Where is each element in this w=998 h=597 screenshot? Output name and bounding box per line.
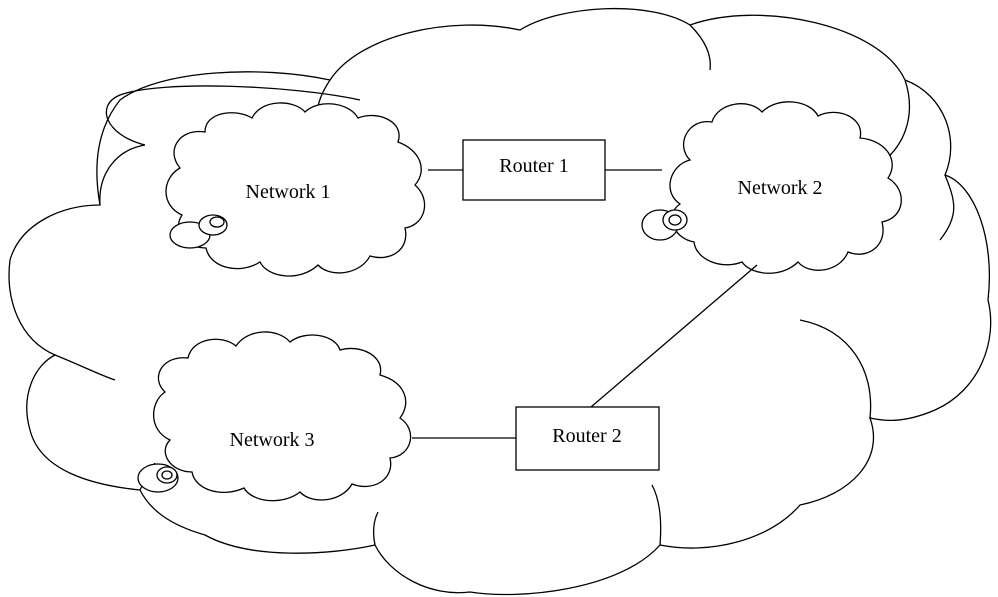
link-network2-router2 <box>590 264 758 408</box>
network-1-host-icon <box>169 214 228 249</box>
network-1-cloud <box>165 102 426 277</box>
network-2-host-icon <box>641 209 688 241</box>
router-2: Router 2 <box>515 406 660 471</box>
router-2-label: Router 2 <box>552 425 621 447</box>
router-1-label: Router 1 <box>499 155 568 177</box>
router-1: Router 1 <box>462 139 606 201</box>
network-1-label: Network 1 <box>246 181 331 203</box>
network-3-host-icon <box>137 463 179 493</box>
network-2-cloud <box>669 101 902 274</box>
network-3-cloud <box>153 331 412 502</box>
internet-cloud <box>8 7 992 596</box>
network-2-label: Network 2 <box>738 177 823 199</box>
network-3-label: Network 3 <box>230 429 315 451</box>
